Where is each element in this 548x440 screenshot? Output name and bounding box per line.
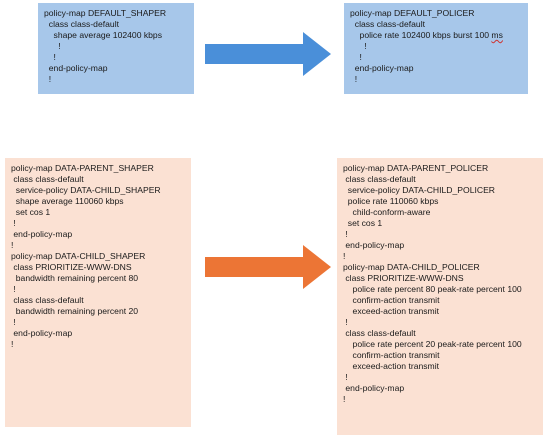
config-line: !: [44, 74, 52, 84]
config-line: end-policy-map: [11, 229, 73, 239]
config-line: end-policy-map: [44, 63, 108, 73]
config-line: policy-map DEFAULT_SHAPER: [44, 8, 167, 18]
config-line: !: [350, 52, 362, 62]
config-line: bandwidth remaining percent 80: [11, 273, 139, 283]
config-line: end-policy-map: [343, 240, 405, 250]
config-line: end-policy-map: [343, 383, 405, 393]
config-line: class class-default: [343, 174, 416, 184]
config-line: class class-default: [343, 328, 416, 338]
config-line: !: [343, 394, 346, 404]
config-line: !: [11, 284, 16, 294]
spellcheck-flagged-word: ms: [491, 30, 503, 40]
config-line: shape average 110060 kbps: [11, 196, 124, 206]
orange-right-arrow-icon: [205, 245, 331, 289]
config-line: child-conform-aware: [343, 207, 431, 217]
config-line: !: [44, 41, 61, 51]
config-line: policy-map DATA-PARENT_POLICER: [343, 163, 489, 173]
config-line: !: [343, 317, 348, 327]
config-line: police rate percent 20 peak-rate percent…: [343, 339, 522, 349]
config-line: !: [343, 372, 348, 382]
blue-right-arrow-icon: [205, 32, 331, 76]
config-line: !: [343, 229, 348, 239]
config-line: exceed-action transmit: [343, 306, 440, 316]
config-line: service-policy DATA-CHILD_POLICER: [343, 185, 496, 195]
config-line: class class-default: [11, 174, 84, 184]
config-line: confirm-action transmit: [343, 350, 440, 360]
config-line: class class-default: [350, 19, 425, 29]
config-line: end-policy-map: [11, 328, 73, 338]
config-line: bandwidth remaining percent 20: [11, 306, 139, 316]
config-line: class PRIORITIZE-WWW-DNS: [11, 262, 132, 272]
config-line: !: [11, 317, 16, 327]
config-line: police rate 102400 kbps burst 100 ms: [350, 30, 522, 41]
config-line: !: [11, 339, 14, 349]
config-line: set cos 1: [11, 207, 51, 217]
config-line: shape average 102400 kbps: [44, 30, 163, 40]
config-line: police rate 110060 kbps: [343, 196, 439, 206]
config-line: service-policy DATA-CHILD_SHAPER: [11, 185, 161, 195]
config-line: !: [350, 41, 367, 51]
config-line: !: [343, 251, 346, 261]
default-shaper-config-box: policy-map DEFAULT_SHAPER class class-de…: [38, 3, 194, 94]
config-line: !: [350, 74, 358, 84]
config-line: end-policy-map: [350, 63, 414, 73]
config-line: !: [44, 52, 56, 62]
config-line: class class-default: [44, 19, 119, 29]
config-line: class PRIORITIZE-WWW-DNS: [343, 273, 464, 283]
config-line: set cos 1: [343, 218, 383, 228]
config-line: policy-map DATA-CHILD_SHAPER: [11, 251, 146, 261]
config-line: !: [11, 240, 14, 250]
config-line: police rate percent 80 peak-rate percent…: [343, 284, 522, 294]
data-parent-policer-config-box: policy-map DATA-PARENT_POLICER class cla…: [337, 158, 543, 435]
default-policer-config-box: policy-map DEFAULT_POLICER class class-d…: [344, 3, 528, 94]
config-line: !: [11, 218, 16, 228]
config-line: exceed-action transmit: [343, 361, 440, 371]
config-line-text: police rate 102400 kbps burst 100: [350, 30, 492, 40]
config-line: class class-default: [11, 295, 84, 305]
data-parent-shaper-config-box: policy-map DATA-PARENT_SHAPER class clas…: [5, 158, 191, 427]
config-line: policy-map DATA-CHILD_POLICER: [343, 262, 480, 272]
config-line: confirm-action transmit: [343, 295, 440, 305]
config-line: policy-map DATA-PARENT_SHAPER: [11, 163, 154, 173]
config-line: policy-map DEFAULT_POLICER: [350, 8, 475, 18]
